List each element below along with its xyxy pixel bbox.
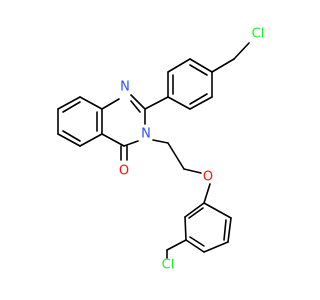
bond	[189, 64, 208, 76]
bond	[184, 216, 187, 241]
nitrogen-atom-label: N	[141, 127, 151, 142]
chlorine-atom-label: Cl	[252, 27, 265, 42]
atom-label-layer: N N O O Cl Cl	[119, 27, 264, 273]
bond	[62, 130, 81, 142]
chlorine-atom-label: Cl	[162, 258, 175, 273]
bond	[62, 101, 81, 113]
bond	[189, 236, 205, 247]
bond	[188, 207, 204, 219]
bond	[79, 133, 103, 147]
bond	[152, 139, 169, 144]
bond	[183, 168, 202, 174]
bond	[57, 133, 81, 147]
bond-layer	[57, 42, 250, 259]
bond	[101, 98, 120, 110]
bond	[211, 58, 235, 73]
bond	[189, 96, 213, 110]
bond	[189, 93, 208, 105]
bond	[144, 96, 169, 110]
bond	[167, 96, 191, 110]
bond	[185, 239, 205, 253]
bond	[167, 142, 185, 170]
bond	[203, 183, 211, 204]
bond	[223, 219, 227, 241]
bond	[130, 100, 141, 113]
oxygen-atom-label: O	[119, 164, 129, 179]
bond	[166, 239, 187, 251]
molecule-structure: N N O O Cl Cl	[57, 27, 264, 273]
molecule-canvas: N N O O Cl Cl	[57, 27, 264, 273]
bond	[101, 133, 125, 147]
bond	[130, 94, 146, 110]
bond	[189, 58, 213, 73]
bond	[123, 140, 139, 147]
nitrogen-atom-label: N	[120, 80, 130, 95]
bond	[79, 96, 103, 110]
bond	[233, 42, 250, 60]
bond	[167, 58, 191, 73]
bond	[227, 217, 232, 243]
bond	[203, 202, 232, 219]
bond	[184, 202, 205, 218]
bond	[203, 241, 229, 253]
bond	[57, 96, 81, 110]
oxygen-atom-label: O	[203, 170, 213, 185]
